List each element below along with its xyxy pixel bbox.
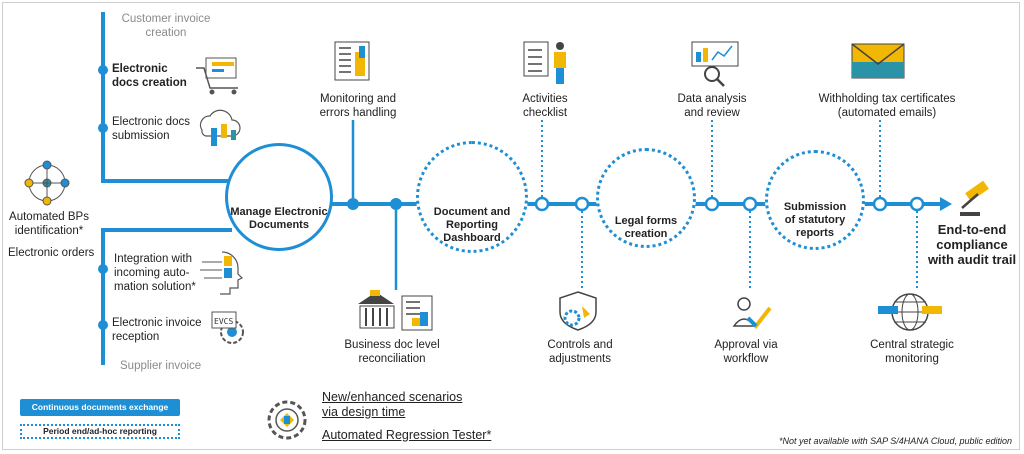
regression-gear-icon	[267, 400, 307, 440]
analytics-icon	[691, 41, 739, 87]
integration-label: Integration with incoming auto-mation so…	[114, 253, 196, 293]
hub-legal-label: Legal forms creation	[614, 215, 678, 240]
envelope-icon	[851, 43, 905, 79]
hub-manage-label: Manage Electronic Documents	[230, 206, 328, 231]
supplier-invoice-label: Supplier invoice	[120, 360, 202, 372]
hub-manage-documents[interactable]: Manage Electronic Documents	[225, 143, 333, 251]
gavel-icon	[960, 180, 989, 216]
scenarios-link[interactable]: New/enhanced scenarios via design time	[322, 390, 463, 419]
cart-icon	[196, 57, 238, 95]
controls-label: Controls and adjustments	[547, 339, 613, 365]
electronic-orders-label: Electronic orders	[8, 247, 95, 259]
hub-legal-forms[interactable]: Legal forms creation	[596, 148, 696, 248]
checklist-icon	[523, 41, 566, 84]
arrow-head	[940, 197, 952, 211]
gear-doc-icon: EVCS	[211, 311, 244, 344]
globe-icon	[878, 293, 942, 331]
electronic-docs-creation-label: Electronic docs creation	[112, 63, 187, 89]
footnote: *Not yet available with SAP S/4HANA Clou…	[779, 436, 1012, 446]
svg-text:EVCS: EVCS	[214, 317, 233, 326]
node-dot	[98, 123, 108, 133]
hub-dashboard[interactable]: Document and Reporting Dashboard	[416, 141, 528, 253]
cloud-upload-icon	[199, 109, 241, 146]
legend-period: Period end/ad-hoc reporting	[20, 424, 180, 439]
document-chart-icon	[334, 41, 370, 81]
approval-check-icon	[732, 297, 772, 330]
end-to-end-label: End-to-end compliance with audit trail	[927, 222, 1017, 267]
regression-link[interactable]: Automated Regression Tester*	[322, 428, 492, 442]
hub-dashboard-label: Document and Reporting Dashboard	[433, 206, 511, 244]
network-icon	[24, 160, 70, 206]
activities-label: Activities checklist	[522, 93, 568, 119]
withholding-label: Withholding tax certificates (automated …	[818, 93, 956, 119]
business-doc-label: Business doc level reconciliation	[344, 339, 440, 365]
bank-icon	[358, 290, 395, 329]
hub-submission[interactable]: Submission of statutory reports	[765, 150, 865, 250]
electronic-docs-submission-label: Electronic docs submission	[112, 116, 190, 142]
approval-label: Approval via workflow	[714, 339, 778, 365]
legend-continuous: Continuous documents exchange	[20, 399, 180, 416]
node-dot	[98, 65, 108, 75]
hub-submission-label: Submission of statutory reports	[783, 201, 847, 239]
central-monitoring-label: Central strategic monitoring	[870, 339, 954, 365]
customer-invoice-label: Customer invoice creation	[121, 13, 211, 39]
monitoring-label: Monitoring and errors handling	[319, 93, 397, 119]
shield-gear-icon	[559, 291, 597, 331]
data-analysis-label: Data analysis and review	[677, 93, 747, 119]
document-stack-icon	[401, 295, 433, 331]
ai-head-icon	[200, 251, 244, 295]
automated-bps-label: Automated BPs identification*	[9, 211, 89, 237]
invoice-reception-label: Electronic invoice reception	[112, 317, 202, 343]
node-dot	[98, 320, 108, 330]
node-dot	[98, 264, 108, 274]
